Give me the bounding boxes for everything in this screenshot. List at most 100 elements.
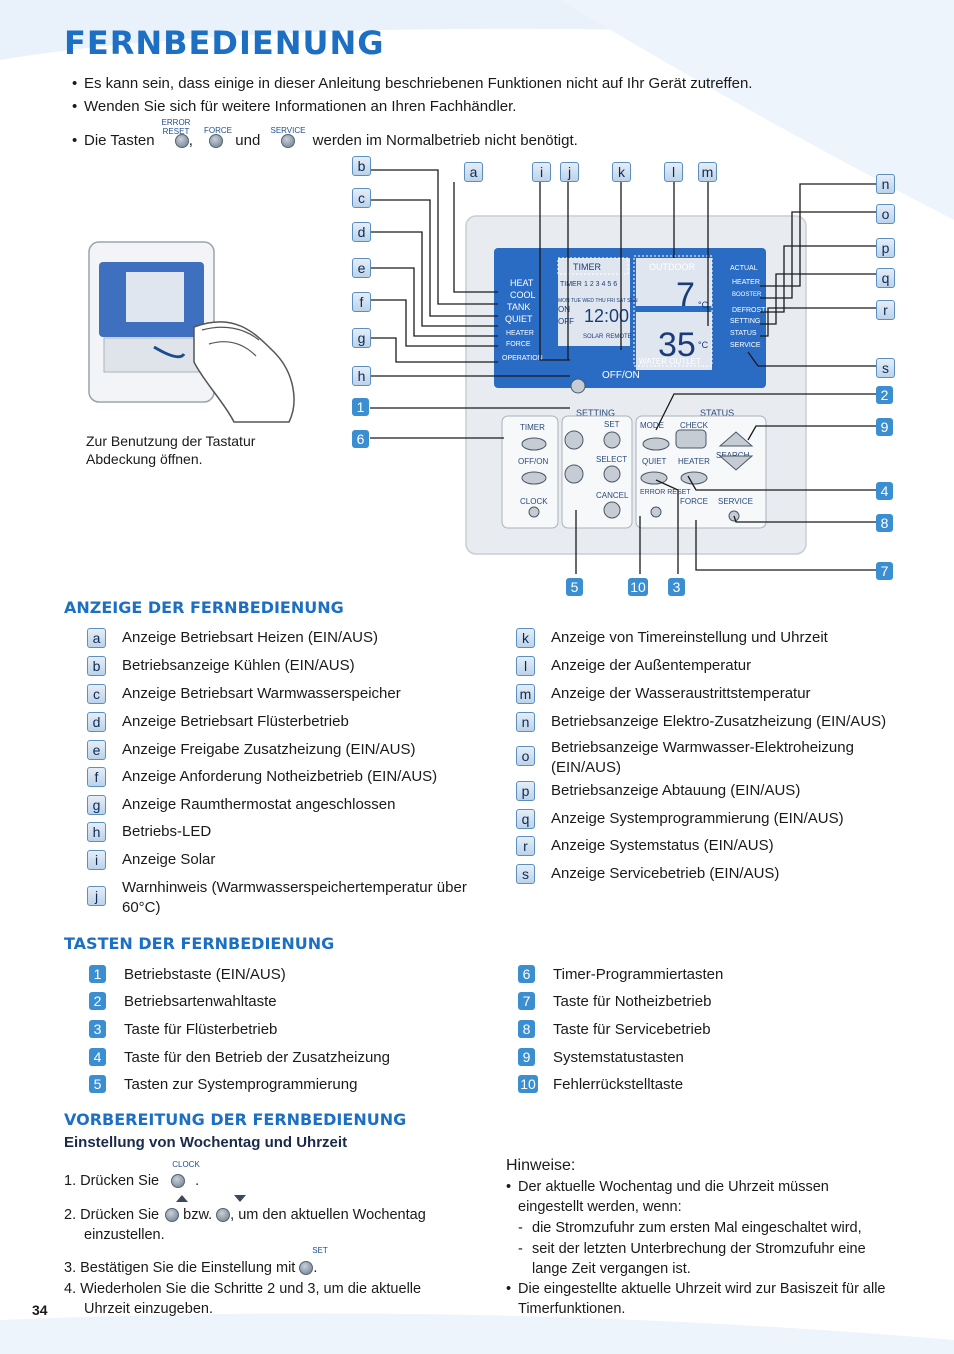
display-timer-small: TIMER xyxy=(560,281,582,288)
key-letter-b: b xyxy=(87,656,106,676)
list-item-text: Warnhinweis (Warmwasserspeichertemperatu… xyxy=(122,879,467,896)
list-item-text: Anzeige Servicebetrieb (EIN/AUS) xyxy=(551,865,780,882)
list-item-text-cont: 60°C) xyxy=(122,899,161,916)
display-outdoor-temp: 7 xyxy=(676,276,695,314)
key-letter-k: k xyxy=(516,628,535,648)
ind-quiet: QUIET xyxy=(505,314,533,324)
list-item-text: Tasten zur Systemprogrammierung xyxy=(124,1076,358,1093)
page-title: FERNBEDIENUNG xyxy=(64,24,385,62)
btn-mode: MODE xyxy=(640,421,664,430)
list-item-text: Taste für Servicebetrieb xyxy=(553,1021,711,1038)
remote-diagram: TIMER OUTDOOR TIMER 1 2 3 4 5 6 MON TUE … xyxy=(370,169,884,574)
hinweis-dash-2-cont: lange Zeit vergangen ist. xyxy=(532,1261,691,1277)
callout-p: p xyxy=(876,238,895,258)
setting-label: SETTING xyxy=(576,408,615,418)
btn-offon: OFF/ON xyxy=(518,457,548,466)
clock-key-icon xyxy=(171,1174,186,1189)
key-letter-j: j xyxy=(87,886,106,906)
vorbereitung-subheading: Einstellung von Wochentag und Uhrzeit xyxy=(64,1134,348,1151)
up-key-icon xyxy=(165,1208,180,1223)
display-solar: SOLAR xyxy=(583,334,604,340)
arrow-hints xyxy=(176,1195,246,1202)
list-item-text: Taste für den Betrieb der Zusatzheizung xyxy=(124,1049,390,1066)
key-letter-q: q xyxy=(516,809,535,829)
key-number-2: 2 xyxy=(89,992,106,1010)
device-caption: Zur Benutzung der Tastatur Abdeckung öff… xyxy=(86,433,256,467)
error-reset-key-label: ERROR RESET xyxy=(161,118,191,136)
hinweise-heading: Hinweise: xyxy=(506,1157,576,1174)
key-letter-e: e xyxy=(87,740,106,760)
tasten-heading: TASTEN DER FERNBEDIENUNG xyxy=(64,934,335,953)
display-water-temp: 35 xyxy=(658,326,696,364)
ind-actual: ACTUAL xyxy=(730,265,758,272)
list-item-text: Betriebs-LED xyxy=(122,823,212,840)
btn-cancel: CANCEL xyxy=(596,491,629,500)
intro-bullet-3: •Die Tasten , und werden im Normalbetrie… xyxy=(72,132,578,149)
list-item-text: Betriebsanzeige Kühlen (EIN/AUS) xyxy=(122,657,355,674)
page-number: 34 xyxy=(32,1302,48,1318)
btn-set: SET xyxy=(604,420,620,429)
ind-heater-right: HEATER xyxy=(732,279,760,286)
key-number-8: 8 xyxy=(518,1020,535,1038)
ind-tank: TANK xyxy=(507,302,530,312)
display-remote: REMOTE xyxy=(606,334,632,340)
key-number-4: 4 xyxy=(89,1048,106,1066)
key-letter-d: d xyxy=(87,712,106,732)
callout-1: 1 xyxy=(352,398,369,416)
callout-g: g xyxy=(352,328,371,348)
step-2: 2. Drücken Sie bzw., um den aktuellen Wo… xyxy=(64,1207,426,1223)
key-letter-n: n xyxy=(516,712,535,732)
callout-6: 6 xyxy=(352,430,369,448)
btn-error: ERROR RESET xyxy=(640,489,691,496)
force-key-icon xyxy=(209,134,224,149)
key-letter-a: a xyxy=(87,628,106,648)
display-on: ON xyxy=(558,305,570,314)
ind-force: FORCE xyxy=(506,341,531,348)
ind-defrost: DEFROST xyxy=(732,307,766,314)
display-deg-2: °C xyxy=(698,340,709,350)
display-timer-nums: 1 2 3 4 5 6 xyxy=(584,281,617,288)
set-key-icon xyxy=(299,1261,314,1276)
btn-force: FORCE xyxy=(680,497,708,506)
callout-b: b xyxy=(352,156,371,176)
key-number-1: 1 xyxy=(89,965,106,983)
list-item-text: Anzeige Solar xyxy=(122,851,216,868)
list-item-text: Betriebstaste (EIN/AUS) xyxy=(124,966,286,983)
list-item-text: Anzeige von Timereinstellung und Uhrzeit xyxy=(551,629,828,646)
list-item-text: Betriebsanzeige Abtauung (EIN/AUS) xyxy=(551,782,801,799)
key-number-7: 7 xyxy=(518,992,535,1010)
btn-service: SERVICE xyxy=(718,497,753,506)
intro-bullet-2: •Wenden Sie sich für weitere Information… xyxy=(72,98,517,115)
list-item-text: Systemstatustasten xyxy=(553,1049,684,1066)
ind-booster: BOOSTER xyxy=(732,292,762,298)
hinweis-bullet-2: •Die eingestellte aktuelle Uhrzeit wird … xyxy=(506,1281,886,1297)
display-water-outlet: WATER OUTLET xyxy=(639,357,701,366)
hinweis-bullet-1: •Der aktuelle Wochentag und die Uhrzeit … xyxy=(506,1179,829,1195)
callout-5: 5 xyxy=(566,578,583,596)
display-weekdays: MON TUE WED THU FRI SAT SUN xyxy=(558,298,638,304)
btn-quiet: QUIET xyxy=(642,457,667,466)
step-3: 3. Bestätigen Sie die Einstellung mit. xyxy=(64,1260,318,1276)
ind-operation: OPERATION xyxy=(502,355,543,362)
list-item-text: Anzeige der Außentemperatur xyxy=(551,657,752,674)
key-letter-g: g xyxy=(87,795,106,815)
ind-heat: HEAT xyxy=(510,278,534,288)
list-item-text: Anzeige Betriebsart Heizen (EIN/AUS) xyxy=(122,629,378,646)
force-key-label: FORCE xyxy=(204,126,232,135)
btn-heater: HEATER xyxy=(678,457,710,466)
key-letter-p: p xyxy=(516,781,535,801)
callout-7: 7 xyxy=(876,562,893,580)
list-item-text: Taste für Flüsterbetrieb xyxy=(124,1021,278,1038)
hinweis-dash-1: -die Stromzufuhr zum ersten Mal eingesch… xyxy=(518,1220,862,1236)
device-illustration xyxy=(88,241,295,423)
error-reset-key-icon xyxy=(174,134,189,149)
key-letter-s: s xyxy=(516,864,535,884)
key-letter-c: c xyxy=(87,684,106,704)
list-item-text: Anzeige Systemprogrammierung (EIN/AUS) xyxy=(551,810,844,827)
clock-key-label: CLOCK xyxy=(172,1160,200,1169)
list-item-text: Anzeige der Wasseraustrittstemperatur xyxy=(551,685,811,702)
display-time: 12:00 xyxy=(584,306,629,326)
step-1: 1. Drücken Sie. xyxy=(64,1173,200,1189)
callout-k: k xyxy=(612,162,631,182)
key-number-5: 5 xyxy=(89,1075,106,1093)
